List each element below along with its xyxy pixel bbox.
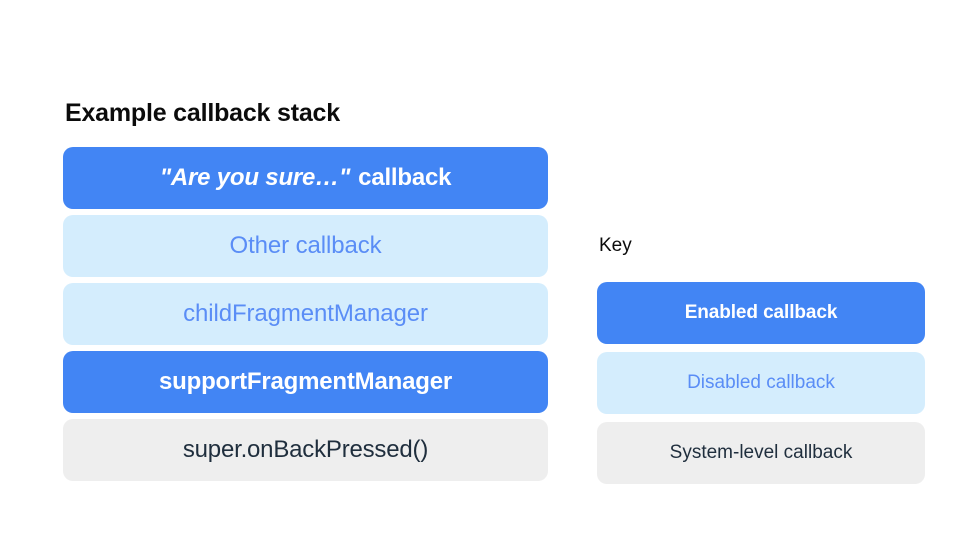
stack-row-label: childFragmentManager xyxy=(183,299,428,327)
key-item-label: Disabled callback xyxy=(687,371,835,393)
key-item-enabled-callback: Enabled callback xyxy=(597,281,925,344)
stack-row-label-quoted: "Are you sure…" xyxy=(159,163,351,191)
stack-row-label: super.onBackPressed() xyxy=(182,435,429,463)
stack-row-child-fragment-manager[interactable]: childFragmentManager xyxy=(63,282,548,345)
stack-row-label-tail: callback xyxy=(358,163,452,191)
key-list: Enabled callback Disabled callback Syste… xyxy=(597,281,925,484)
callback-stack-list: "Are you sure…" callback Other callback … xyxy=(63,146,548,481)
key-item-system-level-callback: System-level callback xyxy=(597,421,925,484)
stack-row-label: Other callback xyxy=(229,231,382,259)
key-title: Key xyxy=(599,235,632,256)
callback-stack-section: Example callback stack "Are you sure…" c… xyxy=(63,99,548,481)
stack-row-are-you-sure[interactable]: "Are you sure…" callback xyxy=(63,146,548,209)
key-item-label: Enabled callback xyxy=(684,301,838,323)
stack-row-support-fragment-manager[interactable]: supportFragmentManager xyxy=(63,350,548,413)
key-item-disabled-callback: Disabled callback xyxy=(597,351,925,414)
stack-row-label: supportFragmentManager xyxy=(159,367,452,395)
key-item-label: System-level callback xyxy=(669,441,853,463)
key-section: Key Enabled callback Disabled callback S… xyxy=(597,235,925,484)
stack-row-other-callback[interactable]: Other callback xyxy=(63,214,548,277)
page-title: Example callback stack xyxy=(65,99,340,127)
stack-row-super-on-back-pressed[interactable]: super.onBackPressed() xyxy=(63,418,548,481)
